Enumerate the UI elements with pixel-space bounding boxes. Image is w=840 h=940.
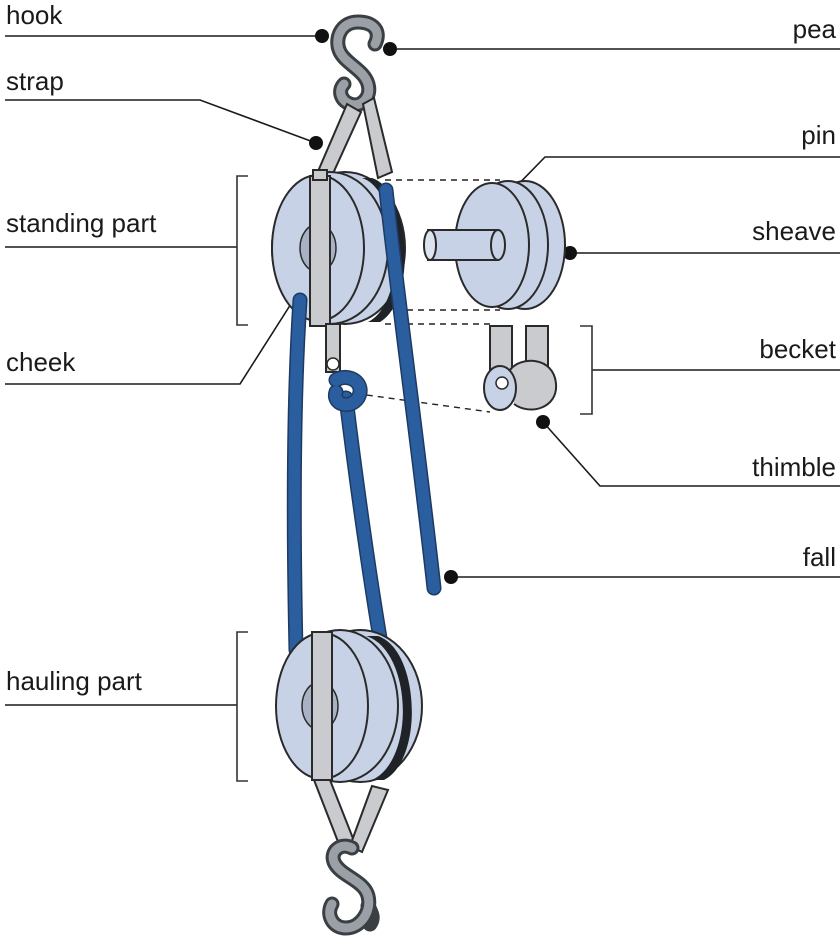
fall-rope [380, 184, 440, 594]
fall-marker [444, 570, 458, 584]
label-hook: hook [6, 0, 63, 30]
strap-leader [5, 99, 317, 144]
strap-marker [309, 136, 323, 150]
cheek-leader [5, 295, 297, 385]
label-fall: fall [803, 542, 836, 572]
label-sheave: sheave [752, 216, 836, 246]
thimble-marker [536, 415, 550, 429]
label-pin: pin [801, 120, 836, 150]
sheave-detail [423, 180, 566, 310]
becket-detail [483, 325, 558, 411]
label-peak: pea [793, 14, 837, 44]
hauling-part-bracket [236, 631, 248, 782]
peak-marker [383, 42, 397, 56]
label-strap: strap [6, 66, 64, 96]
standing-part-bracket [236, 175, 248, 326]
thimble-leader [542, 421, 840, 487]
bottom-hook [322, 838, 380, 936]
hook-marker [315, 29, 329, 43]
becket-bracket [580, 325, 593, 415]
pin [427, 229, 499, 261]
leader-lines [5, 29, 840, 782]
label-becket: becket [759, 334, 836, 364]
ropes [286, 182, 442, 658]
sheave-marker [563, 246, 577, 260]
thimble [509, 359, 558, 411]
top-hook [330, 14, 385, 113]
label-cheek: cheek [6, 347, 76, 377]
labels: hook pea strap pin standing part sheave … [6, 0, 837, 696]
label-hauling-part: hauling part [6, 666, 143, 696]
standing-rope [340, 392, 388, 656]
label-standing-part: standing part [6, 208, 157, 238]
bottom-block [275, 629, 423, 854]
projection-lines [344, 179, 500, 413]
hauling-rope [288, 294, 306, 656]
label-thimble: thimble [752, 452, 836, 482]
